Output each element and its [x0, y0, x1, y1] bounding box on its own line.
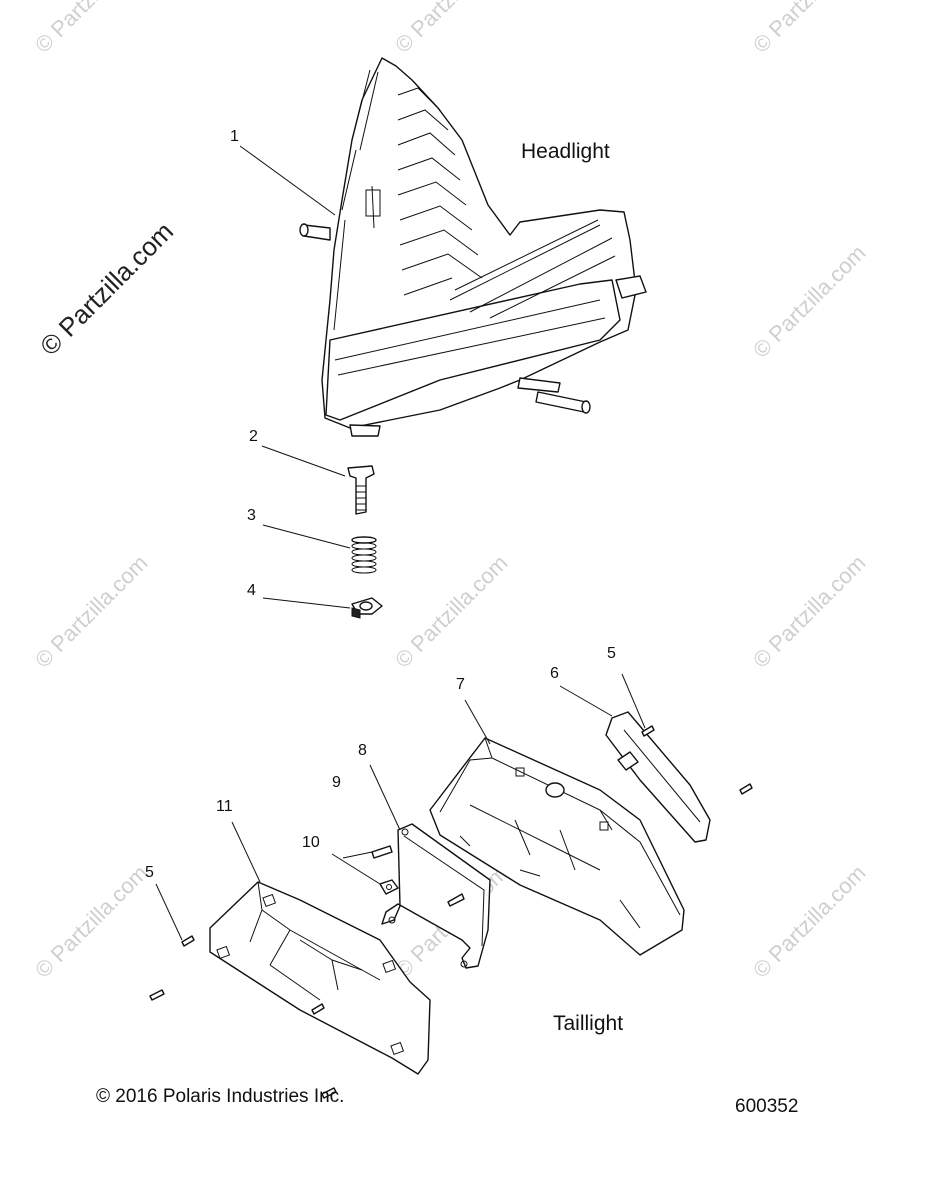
callout-10: 10: [302, 834, 320, 851]
mounting-bracket: [381, 823, 491, 969]
spring: [351, 536, 377, 574]
taillight-housing: [429, 737, 685, 956]
callout-5-upper: 5: [607, 645, 616, 662]
callout-7: 7: [456, 676, 465, 693]
clip-nut: [351, 597, 383, 619]
screw: [447, 893, 465, 907]
callout-2: 2: [249, 428, 258, 445]
adjuster-bolt: [347, 465, 375, 515]
leader-lines: [155, 145, 646, 941]
license-plate-housing: [209, 881, 431, 1075]
callout-8: 8: [358, 742, 367, 759]
bracket-screw: [371, 845, 393, 859]
screw: [149, 935, 337, 1099]
headlight-assembly: [299, 57, 647, 437]
bracket-nut: [379, 879, 399, 895]
taillight-lens: [605, 711, 711, 843]
taillight-label: Taillight: [553, 1012, 624, 1035]
headlight-label: Headlight: [521, 140, 610, 163]
callout-6: 6: [550, 665, 559, 682]
copyright-text: © 2016 Polaris Industries Inc.: [96, 1086, 345, 1107]
diagram-number: 600352: [735, 1096, 799, 1117]
screw: [641, 725, 753, 795]
callout-11: 11: [216, 798, 233, 815]
callout-3: 3: [247, 507, 256, 524]
callout-4: 4: [247, 582, 256, 599]
callout-9: 9: [332, 774, 341, 791]
callout-1: 1: [230, 128, 239, 145]
callout-5-lower: 5: [145, 864, 154, 881]
